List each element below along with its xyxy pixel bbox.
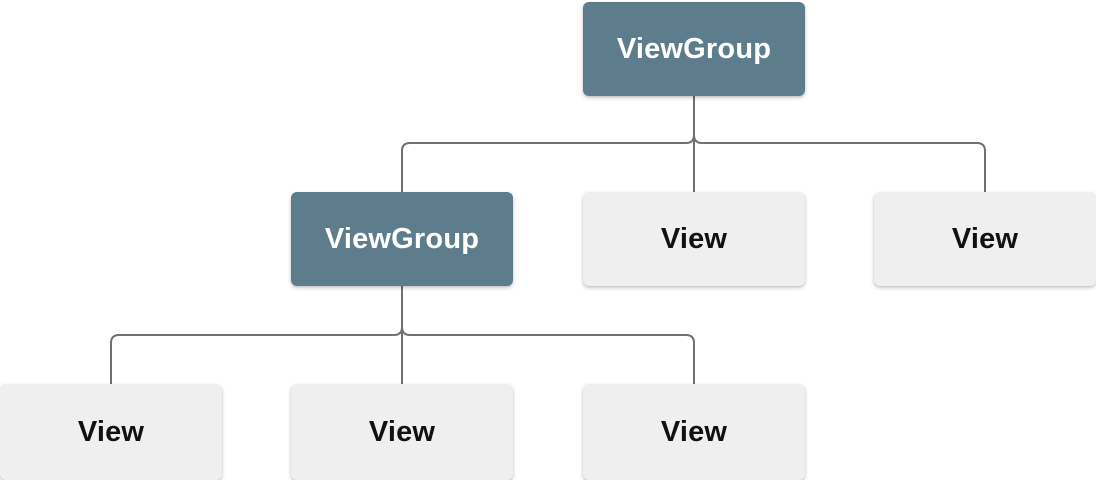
node-label: ViewGroup	[324, 222, 480, 255]
node-view-bottom-right: View	[583, 384, 805, 480]
connector-edge-root-v2	[693, 96, 986, 192]
connector-edge-root-vg2	[401, 96, 695, 192]
connector-edge-vg2-v5	[401, 286, 695, 384]
node-label: View	[660, 222, 728, 255]
node-label: View	[77, 415, 145, 448]
connector-edge-vg2-v3	[110, 286, 403, 384]
node-label: View	[368, 415, 436, 448]
node-label: ViewGroup	[616, 32, 772, 65]
node-viewgroup-root: ViewGroup	[583, 2, 805, 96]
node-view-middle: View	[583, 192, 805, 286]
node-view-right: View	[874, 192, 1096, 286]
node-view-bottom-left: View	[0, 384, 222, 480]
node-viewgroup-child: ViewGroup	[291, 192, 513, 286]
node-view-bottom-middle: View	[291, 384, 513, 480]
node-label: View	[951, 222, 1019, 255]
node-label: View	[660, 415, 728, 448]
